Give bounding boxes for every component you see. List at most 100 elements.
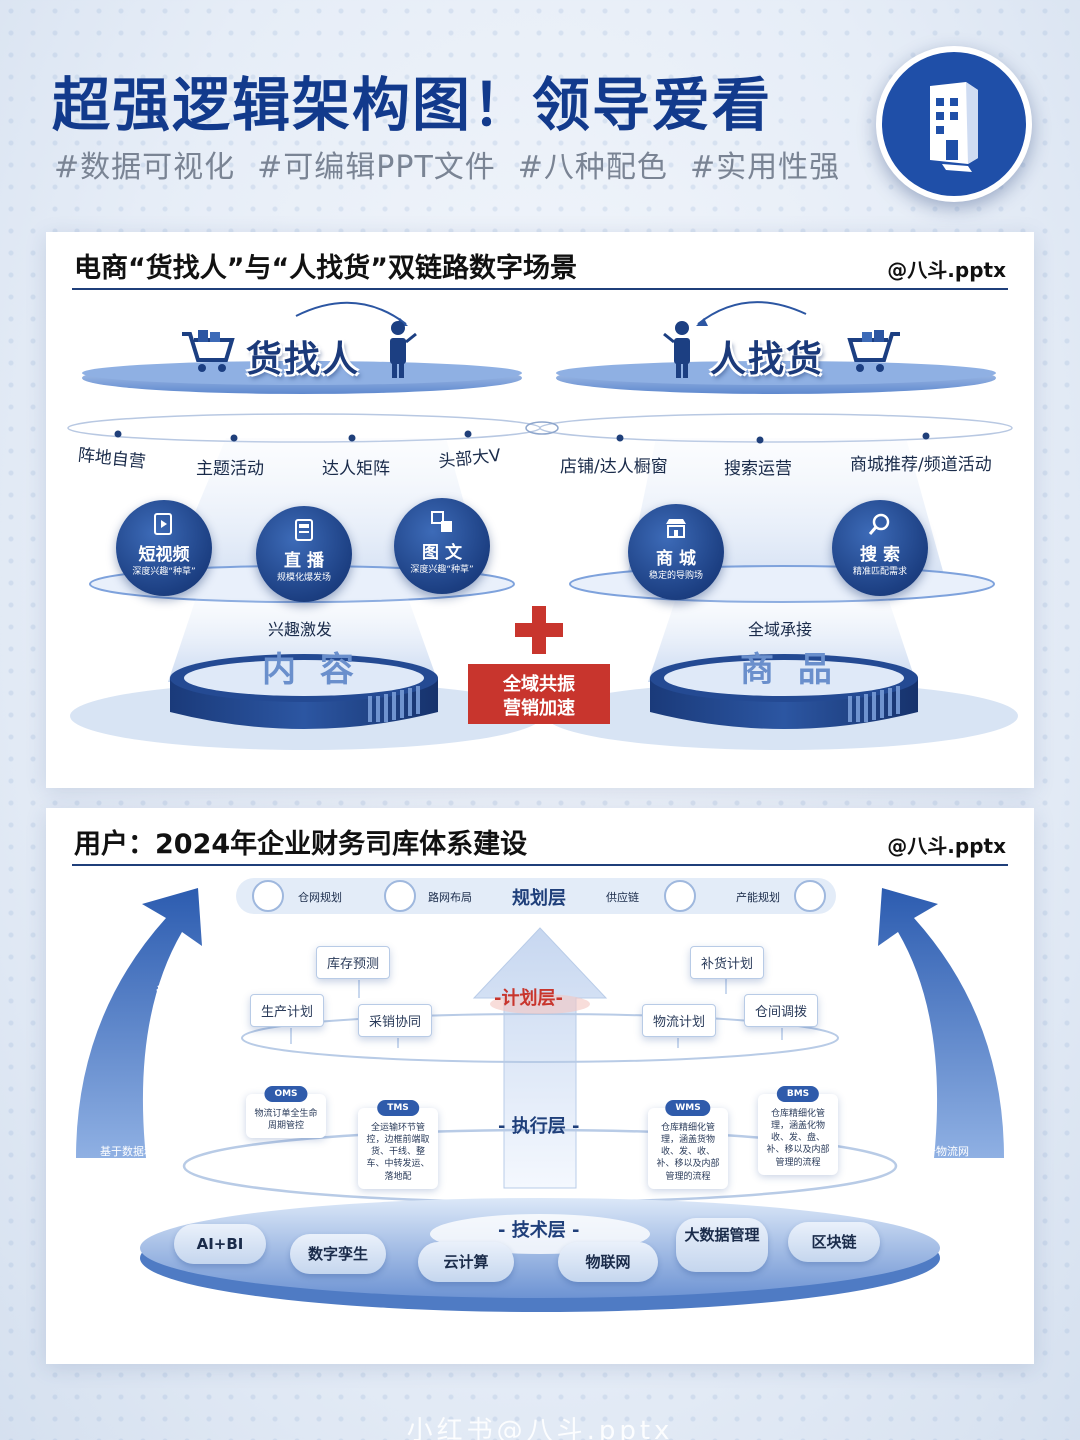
title-char: 界 (156, 1105, 179, 1130)
panel-title: 用户：2024年企业财务司库体系建设 (74, 829, 528, 860)
tag: #八种配色 (517, 150, 668, 185)
node-name: 搜 索 (860, 545, 900, 565)
base-label-content: 内 容 (262, 650, 360, 690)
channel-label: 搜索运营 (724, 459, 792, 479)
plan-bubble: 库存预测 (316, 946, 391, 979)
ribbon-item: 路网布局 (428, 891, 472, 904)
card-tag: OMS (264, 1086, 308, 1103)
title-char: 世 (156, 1065, 179, 1090)
page-title: 超强逻辑架构图！领导爱看 (52, 71, 773, 139)
plan-bubble: 采销协同 (358, 1004, 433, 1037)
node-subtitle: 精准匹配需求 (852, 567, 907, 577)
ribbon-item: 供应链 (606, 891, 639, 904)
tag: #数据可视化 (54, 150, 236, 185)
acceleration-label: 营销加速 (503, 698, 575, 719)
shopping-cart-icon (182, 330, 235, 372)
tech-chip: 物联网 (558, 1242, 658, 1282)
title-char: 世 (898, 1069, 921, 1094)
heading-people-find-goods: 人找货 (710, 339, 825, 380)
panel-ecommerce: 电商“货找人”与“人找货”双链路数字场景 @八斗.pptx (46, 232, 1034, 788)
node-graphic-text: 图 文 深度兴趣“种草” (394, 498, 490, 594)
plan-bubble: 仓间调拨 (744, 994, 819, 1027)
search-icon (868, 513, 890, 535)
node-name: 图 文 (422, 543, 462, 563)
node-name: 直 播 (284, 551, 324, 571)
title-char: 物 (898, 989, 921, 1014)
logistics-world-desc: 基于物流网 络的供应链 高效执行 (914, 1144, 969, 1192)
person-icon (663, 321, 690, 378)
title-char: 流 (898, 1029, 921, 1054)
caption-interest: 兴趣激发 (268, 620, 333, 639)
channel-label: 达人矩阵 (322, 459, 390, 479)
person-icon (390, 321, 417, 378)
panel-title: 电商“货找人”与“人找货”双链路数字场景 (74, 253, 577, 284)
ribbon-item: 仓网规划 (298, 891, 342, 904)
tech-chip: 大数据管理 (676, 1218, 768, 1272)
card-text: 仓库精细化管理，涵盖货物收、发、收、补、移以及内部管理的流程 (656, 1123, 720, 1182)
desc-line: 公式化方案 (100, 1177, 155, 1190)
node-subtitle: 规模化爆发场 (276, 573, 331, 583)
node-live-stream: 直 播 规模化爆发场 (256, 506, 352, 602)
divider (72, 864, 1008, 866)
tech-layer-label: - 技术层 - (498, 1220, 580, 1241)
caption-full-domain: 全域承接 (748, 620, 813, 639)
panel-treasury: 用户：2024年企业财务司库体系建设 @八斗.pptx (46, 808, 1034, 1364)
card-tag: WMS (665, 1100, 711, 1117)
base-label-goods: 商 品 (740, 650, 838, 690)
node-subtitle: 深度兴趣“种草” (410, 565, 474, 575)
logistics-world-title: 物 流 世 界 (898, 982, 924, 1142)
channel-label: 商城推荐/频道活动 (850, 455, 992, 475)
tag: #可编辑PPT文件 (257, 150, 496, 185)
image-text-icon (431, 511, 452, 532)
card-tag: TMS (377, 1100, 419, 1117)
channel-label: 店铺/达人橱窗 (560, 457, 668, 477)
tech-chip: AI+BI (174, 1224, 266, 1264)
exec-card-wms: WMS 仓库精细化管理，涵盖货物收、发、收、补、移以及内部管理的流程 (648, 1100, 728, 1189)
ribbon-item: 产能规划 (736, 891, 780, 904)
building-icon (930, 82, 978, 172)
tech-chip: 数字孪生 (290, 1234, 386, 1274)
channel-label: 主题活动 (196, 459, 264, 479)
store-icon (666, 519, 686, 538)
title-char: 界 (898, 1109, 921, 1134)
plan-bubble: 生产计划 (250, 994, 325, 1027)
desc-line: 高效执行 (919, 1177, 964, 1190)
plan-bubble: 补货计划 (690, 946, 765, 979)
title-char: 数 (156, 985, 179, 1010)
tech-chip: 区块链 (788, 1222, 880, 1262)
node-short-video: 短视频 深度兴趣“种草” (116, 500, 212, 596)
logo-badge (876, 46, 1032, 202)
divider (72, 288, 1008, 290)
desc-line: 基于物流网 (914, 1145, 969, 1158)
live-icon (295, 519, 313, 541)
video-icon (154, 513, 172, 535)
title-char: 字 (156, 1025, 179, 1050)
card-tag: BMS (776, 1086, 820, 1103)
tag-list: #数据可视化 #可编辑PPT文件 #八种配色 #实用性强 (54, 142, 840, 186)
refresh-icon (664, 880, 696, 912)
desc-line: 络的供应链 (914, 1161, 969, 1174)
gear-icon (794, 880, 826, 912)
node-mall: 商 城 稳定的导购场 (628, 504, 724, 600)
network-icon (384, 880, 416, 912)
watermark-footer: 小红书@八斗.pptx (406, 1416, 674, 1440)
node-name: 商 城 (656, 549, 696, 569)
tag: #实用性强 (689, 150, 841, 185)
planning-layer-label: 规划层 (512, 888, 566, 909)
exec-card-bms: BMS 仓库精细化管理，涵盖化物收、发、盘、补、移以及内部管理的流程 (758, 1086, 838, 1175)
plan-bubble: 物流计划 (642, 1004, 717, 1037)
tech-chip: 云计算 (418, 1242, 514, 1282)
digital-world-desc: 基于数据和 算法的供应 公式化方案 (100, 1144, 155, 1192)
card-text: 仓库精细化管理，涵盖化物收、发、盘、补、移以及内部管理的流程 (766, 1109, 830, 1168)
exec-layer-label: - 执行层 - (498, 1116, 580, 1137)
desc-line: 基于数据和 (100, 1145, 155, 1158)
document-icon (252, 880, 284, 912)
author-handle: @八斗.pptx (887, 834, 1006, 858)
heading-goods-find-people: 货找人 (246, 339, 361, 380)
card-text: 物流订单全生命周期管控 (254, 1109, 318, 1132)
plan-layer-label: -计划层- (494, 988, 563, 1009)
digital-world-title: 数 字 世 界 (156, 978, 182, 1138)
node-subtitle: 稳定的导购场 (648, 571, 703, 581)
resonance-label: 全域共振 (503, 674, 575, 695)
node-name: 短视频 (138, 545, 190, 565)
